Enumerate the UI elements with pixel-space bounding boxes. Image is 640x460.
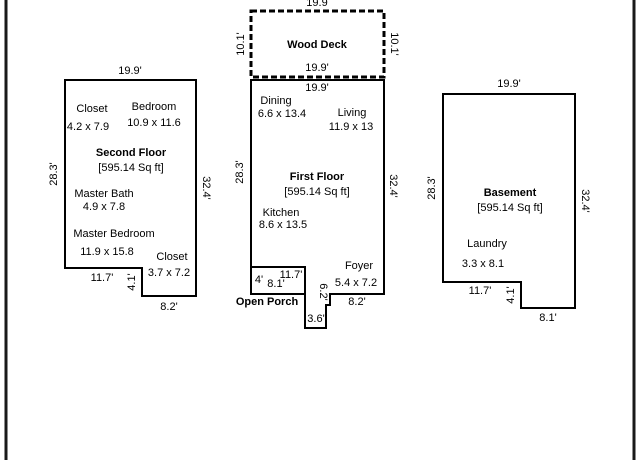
room-bedroom-size: 10.9 x 11.6 <box>127 117 181 129</box>
wood-deck-left-dimension: 10.1' <box>235 32 247 56</box>
basement-left-dimension: 28.3' <box>426 176 438 200</box>
wood-deck-right-dimension: 10.1' <box>388 32 400 56</box>
basement-top-dimension: 19.9' <box>497 78 521 90</box>
first-floor-outline <box>250 79 385 329</box>
room-dining-size: 6.6 x 13.4 <box>258 108 306 120</box>
second-floor-area: [595.14 Sq ft] <box>98 162 163 174</box>
room-bedroom-name: Bedroom <box>132 101 177 113</box>
basement-outline <box>442 93 576 309</box>
second-floor-bottom-right-dimension: 8.2' <box>160 301 177 313</box>
wood-deck-label: Wood Deck <box>287 39 348 51</box>
room-closet-name: Closet <box>76 103 107 115</box>
room-foyer-size: 5.4 x 7.2 <box>335 277 377 289</box>
first-floor-left-dimension: 28.3' <box>234 160 246 184</box>
outer-frame <box>4 0 636 460</box>
room-laundry-name: Laundry <box>467 238 507 250</box>
wood-deck-plan: 19.9 Wood Deck 19.9' 10.1' 10.1' <box>235 0 400 79</box>
wood-deck-outline <box>249 9 386 79</box>
first-floor-title: First Floor <box>290 171 345 183</box>
second-floor-outline <box>64 79 197 297</box>
room-closet-b-name: Closet <box>156 251 187 263</box>
second-floor-plan: 19.9' 28.3' 32.4' 11.7' 4.1' 8.2' Second… <box>48 65 212 313</box>
open-porch-depth-dimension: 6.2' <box>317 283 329 300</box>
open-porch-width-dimension: 11.7' <box>280 269 303 281</box>
room-kitchen-size: 8.6 x 13.5 <box>259 219 307 231</box>
open-porch-outline <box>251 266 306 294</box>
second-floor-notch-dimension: 4.1' <box>126 273 138 290</box>
second-floor-left-dimension: 28.3' <box>48 162 60 186</box>
wood-deck-bottom-dimension: 19.9' <box>305 62 329 74</box>
room-master-bath-name: Master Bath <box>74 188 133 200</box>
room-master-bedroom-size: 11.9 x 15.8 <box>80 246 134 258</box>
open-porch-inner-dimension: 8.1' <box>267 278 284 290</box>
room-laundry-size: 3.3 x 8.1 <box>462 258 504 270</box>
room-dining-name: Dining <box>260 95 291 107</box>
basement-plan: 19.9' 28.3' 32.4' 11.7' 4.1' 8.1' Baseme… <box>426 78 591 324</box>
room-kitchen-name: Kitchen <box>263 207 300 219</box>
second-floor-title: Second Floor <box>96 147 167 159</box>
second-floor-right-dimension: 32.4' <box>200 176 212 200</box>
first-floor-plan: 19.9' 28.3' 32.4' 8.2' First Floor [595.… <box>234 79 399 329</box>
first-floor-bottom-right-dimension: 8.2' <box>348 296 365 308</box>
wood-deck-top-dimension: 19.9 <box>306 0 327 9</box>
open-porch-step-dimension: 3.6' <box>307 313 324 325</box>
open-porch-label: Open Porch <box>236 296 299 308</box>
first-floor-right-dimension: 32.4' <box>387 174 399 198</box>
room-foyer-name: Foyer <box>345 260 373 272</box>
basement-notch-dimension: 4.1' <box>505 286 517 303</box>
room-master-bath-size: 4.9 x 7.8 <box>83 201 125 213</box>
room-closet-b-size: 3.7 x 7.2 <box>148 267 190 279</box>
room-master-bedroom-name: Master Bedroom <box>73 228 154 240</box>
basement-right-dimension: 32.4' <box>579 189 591 213</box>
room-closet-size: 4.2 x 7.9 <box>67 121 109 133</box>
basement-bottom-right-dimension: 8.1' <box>539 312 556 324</box>
second-floor-top-dimension: 19.9' <box>118 65 142 77</box>
open-porch-left-dimension: 4' <box>255 274 263 286</box>
second-floor-bottom-left-dimension: 11.7' <box>91 272 114 284</box>
first-floor-top-dimension: 19.9' <box>305 82 329 94</box>
basement-area: [595.14 Sq ft] <box>477 202 542 214</box>
basement-title: Basement <box>484 187 537 199</box>
room-living-name: Living <box>338 107 367 119</box>
first-floor-area: [595.14 Sq ft] <box>284 186 349 198</box>
room-living-size: 11.9 x 13 <box>329 121 373 133</box>
basement-bottom-left-dimension: 11.7' <box>469 285 492 297</box>
